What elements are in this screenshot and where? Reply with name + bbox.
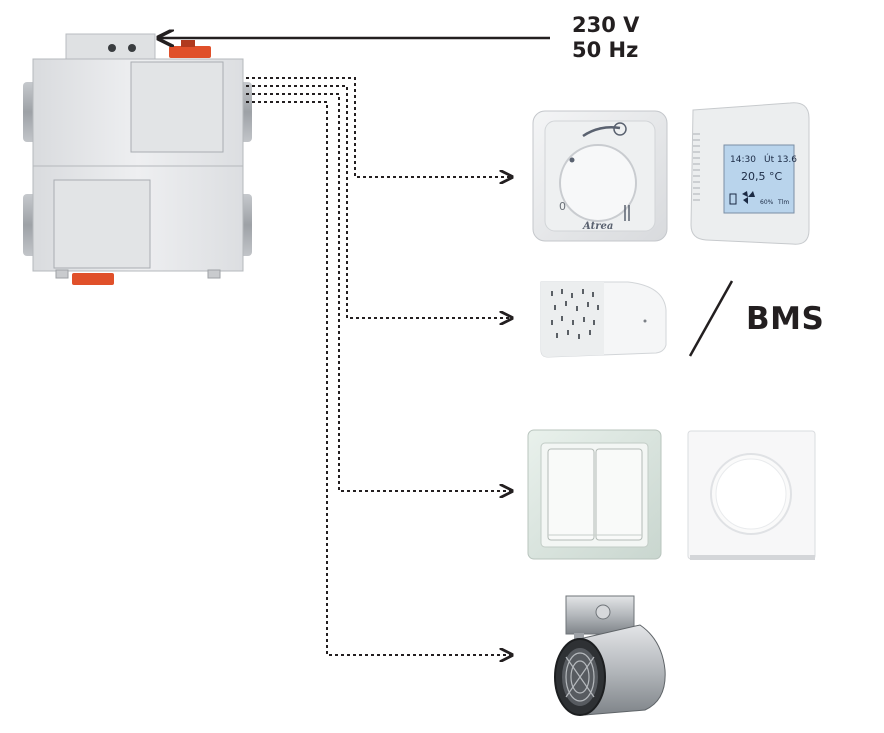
double-rocker-switch-icon (527, 429, 662, 560)
heat-recovery-unit-icon (23, 33, 252, 285)
wire-to-controllers (246, 77, 512, 177)
controller-dial-zero: 0 (559, 200, 566, 213)
room-sensor-icon (540, 281, 667, 358)
bms-slash (688, 280, 734, 357)
wire-to-heater (246, 101, 512, 655)
duct-heater-icon (554, 595, 666, 716)
controller-brand-logo: Atrea (582, 221, 613, 232)
control-wiring (246, 77, 512, 655)
push-button-icon (687, 430, 816, 560)
wire-to-switches (246, 93, 512, 491)
fan-icon (742, 191, 755, 204)
lcd-mode: Tlm (777, 199, 789, 206)
lcd-time: 14:30 (730, 155, 756, 165)
lcd-date: Út 13.6 (764, 153, 797, 165)
lcd-humidity: 60% (760, 199, 774, 206)
rotary-controller-icon: 0 Atrea (532, 110, 668, 242)
touch-panel-icon: 14:30 Út 13.6 20,5 °C 60% Tlm (690, 102, 810, 245)
power-frequency-label: 50 Hz (572, 38, 639, 62)
lcd-temperature: 20,5 °C (741, 170, 782, 183)
bms-label: BMS (746, 301, 825, 337)
power-voltage-label: 230 V (572, 13, 640, 37)
wire-to-sensor (246, 85, 512, 318)
